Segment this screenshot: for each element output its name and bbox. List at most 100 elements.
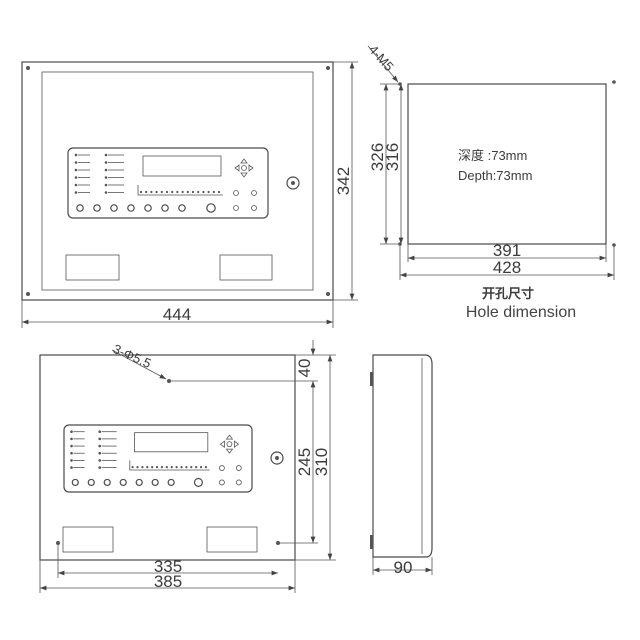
small-button [219, 465, 225, 471]
zone-led [131, 466, 134, 469]
zone-led [190, 466, 193, 469]
door-frame [41, 71, 314, 291]
led-indicator [74, 153, 78, 157]
width-dimension: 385 [154, 572, 182, 591]
zone-led [185, 466, 188, 469]
function-button [178, 204, 186, 212]
zone-led [145, 190, 148, 194]
zone-led [160, 466, 164, 469]
holes-label: 3-Φ5.5 [111, 341, 154, 371]
led-indicator [74, 161, 78, 164]
mounting-screws [26, 66, 330, 296]
zone-led [180, 466, 183, 469]
led-indicator [70, 459, 73, 462]
knockout-window-right [219, 254, 273, 281]
power-key-icon [193, 477, 203, 487]
small-button [251, 190, 257, 196]
side-outline [372, 354, 433, 558]
hole-dimension-view: 4-M5 326 316 深度 :73mm Depth:73mm 391 428… [366, 42, 616, 321]
led-indicator [98, 437, 102, 441]
enter-button [226, 441, 233, 448]
function-button [71, 478, 79, 487]
zone-led [165, 190, 169, 194]
zone-led [199, 466, 203, 469]
enter-button [241, 165, 247, 171]
function-button [127, 204, 135, 212]
arrow-keys-icon [219, 434, 240, 454]
led-indicator [104, 176, 108, 179]
led-indicator [98, 451, 102, 455]
led-indicator [104, 183, 108, 187]
lcd-display [142, 155, 222, 177]
panel-outline [67, 147, 269, 219]
depth-label-cn: 深度 :73mm [458, 148, 527, 163]
lcd-display [134, 432, 209, 453]
zone-led [155, 466, 159, 469]
caption-en: Hole dimension [466, 304, 576, 321]
function-button [103, 478, 111, 487]
power-key-icon [206, 203, 216, 213]
panel-outline [63, 424, 253, 493]
function-button [144, 204, 152, 212]
zone-led [176, 190, 179, 194]
led-indicator [104, 161, 108, 164]
led-indicator [98, 430, 102, 434]
zone-led [191, 190, 195, 194]
function-button [151, 478, 159, 487]
holes-label: 4-M5 [366, 42, 397, 74]
zone-led [202, 190, 205, 194]
led-indicator [74, 191, 78, 194]
function-button [119, 478, 127, 487]
width-dimension: 444 [163, 305, 191, 324]
zone-led [186, 190, 189, 194]
outer-width-dimension: 428 [493, 258, 521, 277]
function-button [161, 204, 169, 212]
control-panel [67, 147, 269, 219]
key-lock-icon [270, 451, 284, 465]
front-view-top: 444 342 [21, 61, 358, 328]
depth-label-en: Depth:73mm [458, 168, 532, 183]
function-button [87, 478, 95, 487]
small-button [235, 465, 242, 471]
zone-led [212, 190, 215, 194]
small-button [233, 190, 239, 196]
led-indicator [70, 430, 73, 434]
zone-led [139, 190, 143, 194]
caption-cn: 开孔尺寸 [482, 286, 534, 301]
knockout-window-left [62, 526, 114, 553]
arrow-keys-icon [234, 158, 254, 178]
zone-led [136, 466, 139, 469]
inner-height-dimension: 316 [383, 143, 402, 171]
height-dimension: 342 [334, 167, 353, 195]
function-button [135, 478, 143, 487]
small-button [219, 479, 225, 486]
height-dimension: 310 [312, 448, 331, 476]
outer-height-dimension: 326 [368, 143, 387, 171]
knockout-window-right [206, 526, 258, 553]
led-indicator [104, 153, 108, 157]
zone-led [181, 190, 184, 194]
zone-led [217, 190, 221, 194]
led-indicator [70, 444, 73, 448]
zone-led [151, 466, 154, 469]
led-indicator [104, 191, 108, 194]
function-button [110, 204, 118, 212]
led-indicator [70, 451, 73, 455]
function-button [167, 478, 175, 487]
led-indicator [98, 466, 102, 469]
led-indicator [104, 168, 108, 172]
zone-led [141, 466, 144, 469]
zone-led [170, 466, 173, 469]
zone-led [146, 466, 149, 469]
led-indicator [98, 444, 102, 448]
led-indicator [70, 437, 73, 441]
zone-led [155, 190, 158, 194]
cutout-outline [407, 83, 607, 245]
vertical-hole-spacing-dimension: 245 [295, 448, 314, 476]
small-button [235, 479, 242, 486]
zone-led [160, 190, 163, 194]
led-indicator [74, 176, 78, 179]
front-view-bottom: 3-Φ5.5 40 245 310 335 385 [39, 340, 336, 593]
small-button [233, 205, 239, 211]
